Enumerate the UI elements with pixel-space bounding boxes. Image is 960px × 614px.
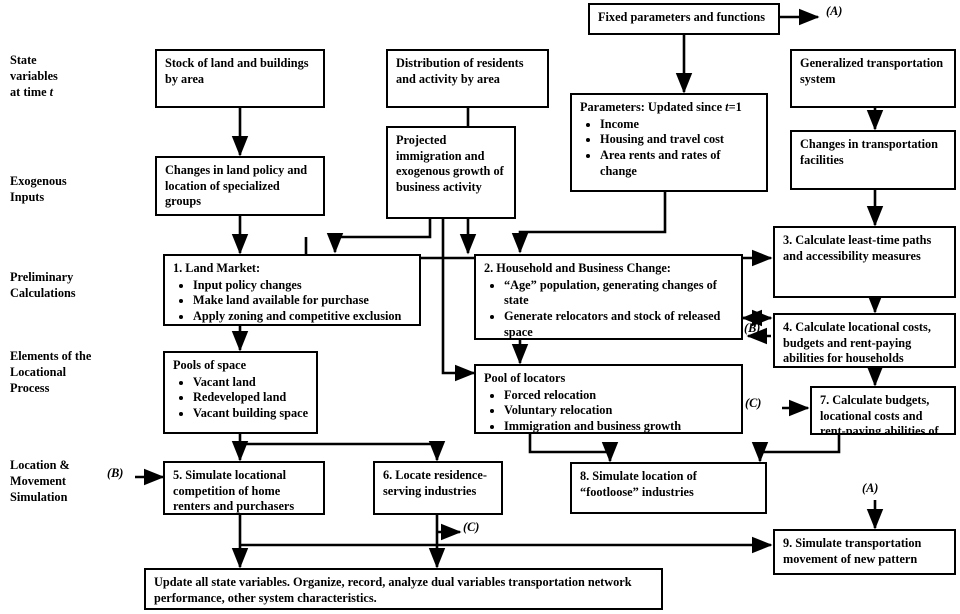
box-pools-of-space[interactable]: Pools of space Vacant land Redeveloped l…	[163, 351, 318, 434]
box-fixed-parameters[interactable]: Fixed parameters and functions	[588, 3, 780, 35]
box-pool-of-locators[interactable]: Pool of locators Forced relocation Volun…	[474, 364, 743, 434]
box-changes-transportation[interactable]: Changes in transportation facilities	[790, 130, 956, 190]
connector-a-bottom: (A)	[862, 481, 879, 495]
box-calculate-budgets-footloose[interactable]: 7. Calculate budgets, locational costs a…	[810, 386, 956, 435]
box-generalized-transportation[interactable]: Generalized transportation system	[790, 49, 956, 108]
box-simulate-footloose[interactable]: 8. Simulate location of “footloose” indu…	[570, 462, 767, 514]
list-item: “Age” population, generating changes of …	[504, 278, 734, 309]
box-update-state-variables[interactable]: Update all state variables. Organize, re…	[144, 568, 663, 610]
box-simulate-transportation-title: 9. Simulate transportation movement of n…	[783, 536, 922, 566]
list-item: Income	[600, 117, 759, 133]
list-item: Forced relocation	[504, 388, 734, 404]
connector-c-right: (C)	[745, 396, 762, 410]
box-pools-of-space-title: Pools of space	[173, 358, 247, 372]
box-calculate-budgets-footloose-title: 7. Calculate budgets, locational costs a…	[820, 393, 939, 435]
box-distribution-residents[interactable]: Distribution of residents and activity b…	[386, 49, 549, 108]
box-household-business-change-title: 2. Household and Business Change:	[484, 261, 671, 275]
box-stock-of-land-title: Stock of land and buildings by area	[165, 56, 309, 86]
box-stock-of-land[interactable]: Stock of land and buildings by area	[155, 49, 325, 108]
box-simulate-locational-competition[interactable]: 5. Simulate locational competition of ho…	[163, 461, 325, 515]
box-generalized-transportation-title: Generalized transportation system	[800, 56, 944, 86]
box-calculate-locational-costs-title: 4. Calculate locational costs, budgets a…	[783, 320, 931, 366]
connector-b-right: (B)	[744, 321, 761, 335]
connector-b-left: (B)	[107, 466, 124, 480]
box-simulate-locational-competition-title: 5. Simulate locational competition of ho…	[173, 468, 295, 514]
list-item: Vacant building space	[193, 406, 309, 422]
connector-a-top: (A)	[826, 4, 843, 18]
list-item: Apply zoning and competitive exclusion	[193, 309, 412, 324]
list-item: Housing and travel cost	[600, 132, 759, 148]
box-projected-immigration[interactable]: Projected immigration and exogenous grow…	[386, 126, 516, 219]
box-changes-transportation-title: Changes in transportation facilities	[800, 137, 939, 167]
row-label-state-variables: State variables at time t	[10, 53, 58, 100]
box-household-business-change[interactable]: 2. Household and Business Change: “Age” …	[474, 254, 743, 340]
box-pool-of-locators-title: Pool of locators	[484, 371, 566, 385]
box-changes-land-policy-title: Changes in land policy and location of s…	[165, 163, 308, 209]
box-simulate-transportation[interactable]: 9. Simulate transportation movement of n…	[773, 529, 956, 575]
list-item: Immigration and business growth	[504, 419, 734, 432]
box-land-market[interactable]: 1. Land Market: Input policy changes Mak…	[163, 254, 421, 326]
box-parameters-updated[interactable]: Parameters: Updated since t=1 Income Hou…	[570, 93, 768, 192]
box-update-state-variables-title: Update all state variables. Organize, re…	[154, 575, 632, 605]
row-label-location-movement-simulation: Location & Movement Simulation	[10, 458, 70, 505]
list-item: Make land available for purchase	[193, 293, 412, 309]
list-item: Input policy changes	[193, 278, 412, 294]
box-parameters-updated-title: Parameters: Updated since t=1	[580, 100, 742, 114]
box-land-market-title: 1. Land Market:	[173, 261, 261, 275]
list-item: Redeveloped land	[193, 390, 309, 406]
row-label-elements-locational-process: Elements of the Locational Process	[10, 349, 92, 396]
list-item: Generate relocators and stock of release…	[504, 309, 734, 338]
box-projected-immigration-title: Projected immigration and exogenous grow…	[396, 133, 504, 195]
list-item: Area rents and rates of change	[600, 148, 759, 179]
list-item: Vacant land	[193, 375, 309, 391]
connector-c-bottom: (C)	[463, 520, 480, 534]
box-locate-residence-serving[interactable]: 6. Locate residence-serving industries	[373, 461, 503, 515]
row-label-exogenous-inputs: Exogenous Inputs	[10, 174, 67, 205]
box-locate-residence-serving-title: 6. Locate residence-serving industries	[383, 468, 487, 498]
box-calculate-least-time-title: 3. Calculate least-time paths and access…	[783, 233, 932, 263]
box-calculate-locational-costs[interactable]: 4. Calculate locational costs, budgets a…	[773, 313, 956, 368]
list-item: Voluntary relocation	[504, 403, 734, 419]
box-simulate-footloose-title: 8. Simulate location of “footloose” indu…	[580, 469, 697, 499]
box-distribution-residents-title: Distribution of residents and activity b…	[396, 56, 524, 86]
box-fixed-parameters-title: Fixed parameters and functions	[598, 10, 766, 24]
row-label-preliminary-calculations: Preliminary Calculations	[10, 270, 76, 301]
box-changes-land-policy[interactable]: Changes in land policy and location of s…	[155, 156, 325, 216]
box-calculate-least-time[interactable]: 3. Calculate least-time paths and access…	[773, 226, 956, 298]
